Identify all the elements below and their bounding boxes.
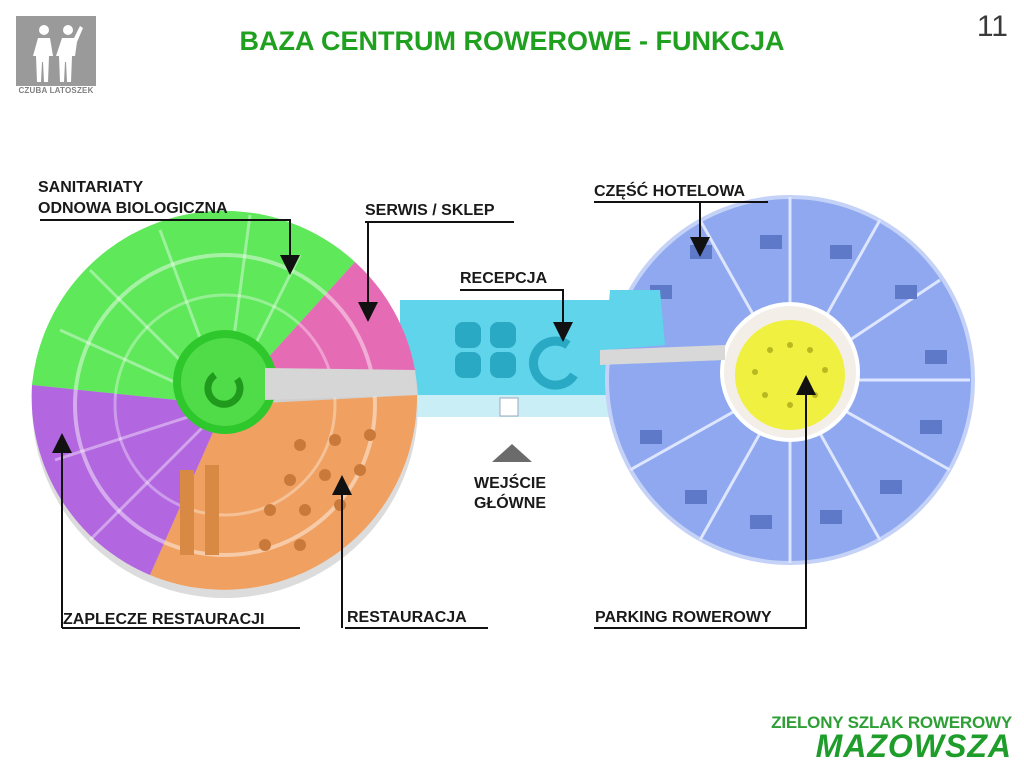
slide-title: BAZA CENTRUM ROWEROWE - FUNKCJA xyxy=(239,26,785,56)
label-restauracja: RESTAURACJA xyxy=(347,609,467,626)
entrance-arrow xyxy=(492,444,532,462)
label-parking-rowerowy: PARKING ROWEROWY xyxy=(595,609,772,626)
label-odnowa-biologiczna: ODNOWA BIOLOGICZNA xyxy=(38,200,228,217)
label-recepcja: RECEPCJA xyxy=(460,270,548,287)
label-glowne: GŁÓWNE xyxy=(474,495,546,512)
label-serwis-sklep: SERWIS / SKLEP xyxy=(365,202,495,219)
label-wejscie: WEJŚCIE xyxy=(474,475,547,492)
brand-line1: ZIELONY SZLAK ROWEROWY xyxy=(771,713,1012,732)
right-building xyxy=(600,195,975,565)
page-number: 11 xyxy=(976,10,1008,43)
label-sanitariaty: SANITARIATY xyxy=(38,179,144,196)
logo-text: CZUBA LATOSZEK xyxy=(18,86,94,95)
left-building xyxy=(31,210,418,598)
label-czesc-hotelowa: CZĘŚĆ HOTELOWA xyxy=(594,183,746,200)
reception-corridor xyxy=(400,300,620,417)
two-figures-icon xyxy=(16,16,96,86)
brand-line2: MAZOWSZA xyxy=(815,728,1012,764)
label-zaplecze-restauracji: ZAPLECZE RESTAURACJI xyxy=(63,611,265,628)
